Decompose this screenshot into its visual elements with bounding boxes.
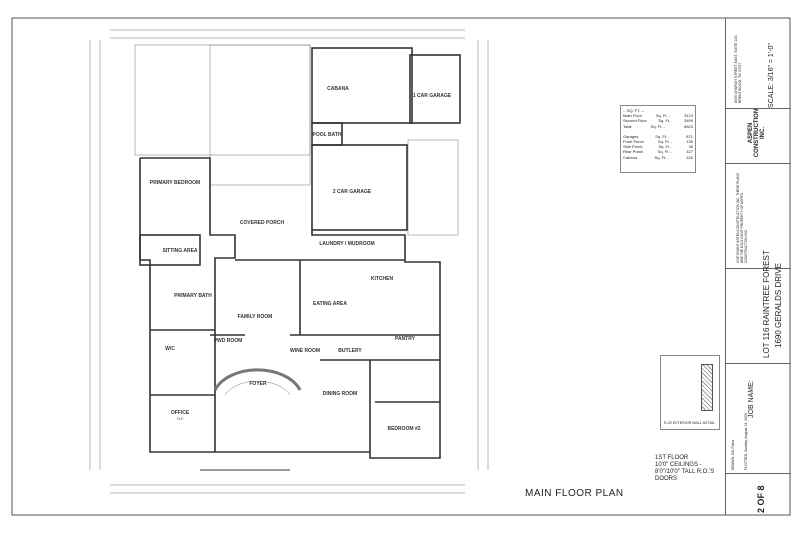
sheet-number: 2 OF 8 [756, 485, 766, 513]
floor-finish-label: TILE [176, 417, 184, 421]
job-name: LOT 116 RAINTREE FOREST [762, 250, 771, 358]
stairs [213, 368, 302, 396]
room-cabana: CABANA [327, 86, 349, 92]
room-labels: CABANA 1 CAR GARAGE POOL BATH 2 CAR GARA… [150, 86, 452, 432]
dimension-lines [89, 29, 489, 494]
job-address: 1690 GERALDS DRIVE [774, 263, 783, 348]
room-office: OFFICE [171, 410, 190, 416]
room-foyer: FOYER [249, 381, 267, 387]
job-name-label: JOB NAME: [748, 380, 755, 418]
floor-notes: 1ST FLOOR 10'0" CEILINGS - 8'0"/10'0" TA… [655, 455, 715, 482]
room-eating-area: EATING AREA [313, 301, 347, 307]
room-dining-room: DINING ROOM [323, 391, 357, 397]
room-primary-bath: PRIMARY BATH [174, 293, 212, 299]
room-powder-room: PWD ROOM [214, 338, 243, 344]
room-pool-bath: POOL BATH [313, 132, 342, 138]
room-family-room: FAMILY ROOM [238, 314, 273, 320]
wall-section-graphic [701, 364, 713, 411]
room-primary-bedroom: PRIMARY BEDROOM [150, 180, 200, 186]
room-kitchen: KITCHEN [371, 276, 394, 282]
room-sitting-area: SITTING AREA [162, 248, 197, 254]
copyright-notice: COPYRIGHT ASPEN CONSTRUCTION INC. THESE … [736, 172, 748, 263]
room-covered-porch: COVERED PORCH [240, 220, 285, 226]
wall-detail: R-20 EXTERIOR WALL DETAIL [660, 355, 720, 430]
company-address: 8005 CHURCH STREET EAST, SUITE 100, BREN… [734, 34, 742, 103]
room-garage-1: 1 CAR GARAGE [413, 93, 452, 99]
room-laundry: LAUNDRY / MUDROOM [319, 241, 374, 247]
title-block: SCALE: 3/16" = 1'-0" 8005 CHURCH STREET … [725, 18, 791, 515]
room-butlery: BUTLERY [338, 348, 362, 354]
drawn-by: DRAWN: GO Plans [731, 439, 735, 470]
scale-label: SCALE: 3/16" = 1'-0" [768, 43, 775, 108]
room-pantry: PANTRY [395, 336, 416, 342]
sq-ft-heading: -- SQ. FT. -- [623, 108, 645, 113]
room-wine-room: WINE ROOM [290, 348, 320, 354]
plan-title: MAIN FLOOR PLAN [525, 488, 624, 499]
plotted-date: PLOTTED: Sunday, August 13, 2006 [744, 413, 748, 470]
room-garage-2: 2 CAR GARAGE [333, 189, 372, 195]
walls [139, 47, 461, 459]
room-wic: W/C [165, 346, 175, 352]
company-name: ASPEN CONSTRUCTION INC. [748, 108, 766, 158]
wall-detail-caption: R-20 EXTERIOR WALL DETAIL [664, 421, 715, 426]
sheet-border [11, 17, 791, 516]
room-bedroom-2: BEDROOM #2 [387, 426, 420, 432]
